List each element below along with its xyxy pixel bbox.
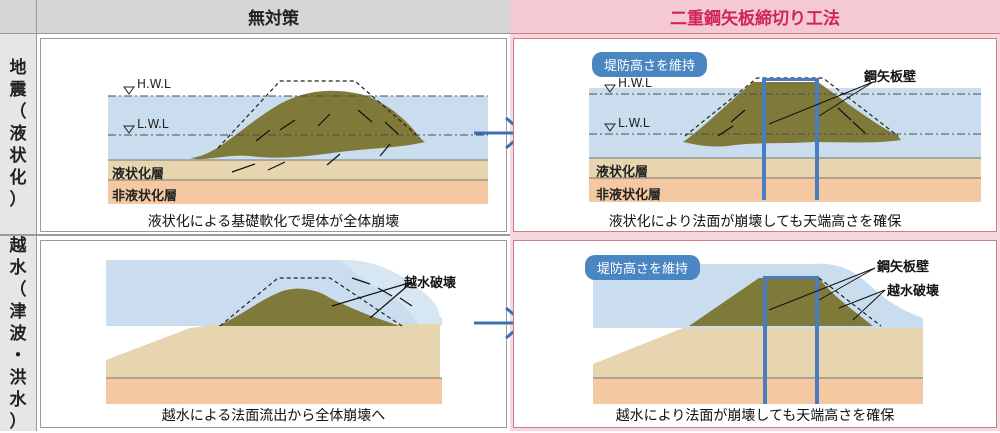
arrow [730,109,746,123]
arrow [852,121,866,134]
liquefaction-layer-label: 液状化層 [112,167,165,182]
row-char: ・ [9,345,27,366]
row-char: 洪 [9,367,27,388]
caption-eq-right: 液状化により法面が崩壊しても天端高さを確保 [608,214,902,230]
non-liquefaction-layer [108,180,488,204]
non-liquefaction-layer-label: 非液状化層 [112,189,178,204]
arrow [369,281,413,319]
caption-eq-left: 液状化による基礎軟化で堤体が全体崩壊 [147,214,400,230]
arrow [267,161,286,171]
pointer-lines [768,267,886,321]
liquefaction-layer [589,158,981,178]
hwl-label: H.W.L [618,76,652,90]
liquefaction-layer-label: 液状化層 [596,165,649,180]
row-divider [0,234,1000,236]
lwl-label: L.W.L [618,116,650,130]
row-header-overflow: 越 水 （ 津 波 ・ 洪 水 ） [0,235,37,432]
lwl-marker-icon [604,123,616,132]
keep-height-badge-eq: 堤防高さを維持 [592,52,708,77]
diagram-ov-right [593,263,923,404]
row-char: ） [9,411,27,432]
sheet-pile-left [763,276,767,404]
sheet-pile-tie [763,276,819,279]
caption-ov-left: 越水による法面流出から全体崩壊へ [161,408,386,424]
header-double-sheet-pile: 二重鋼矢板締切り工法 [510,0,1000,34]
overflow-failure-label: 越水破壊 [404,276,457,291]
original-outline [818,277,882,327]
collapsed-embankment [218,288,400,326]
diagram-eq-right [589,77,981,202]
diagram-ov-left [106,259,442,404]
arrow [231,163,256,173]
overflow-water [340,259,442,326]
non-liquefaction-layer [589,178,981,202]
ground-fill [106,324,440,380]
lwl-label: L.W.L [137,117,169,131]
corner-cell [0,0,37,34]
row-char: 津 [9,301,27,322]
base-layer [593,378,923,404]
non-liquefaction-layer-label: 非液状化層 [596,188,662,203]
diagram-eq-left [108,80,488,204]
arrow [384,121,399,135]
sand-layer [108,160,488,180]
pointer-lines [768,81,874,125]
row-char: 状 [9,146,27,166]
keep-height-badge-ov: 堤防高さを維持 [585,255,701,280]
row-char: ） [9,190,27,210]
sheet-pile-wall-label: 鋼矢板壁 [877,260,930,275]
lwl-marker-icon [123,125,135,134]
arrow [317,113,331,127]
arrow [331,281,413,307]
row-char: 水 [9,257,27,278]
arrow [326,153,341,166]
hwl-label: H.W.L [137,77,171,91]
original-outline [684,77,899,137]
row-char: 越 [9,235,27,256]
row-char: 化 [9,168,27,188]
original-outline [217,80,421,149]
arrow [351,277,371,285]
embankment-partial-collapse [689,278,873,326]
overflow-arrows [331,277,413,319]
row-char: 液 [9,124,27,144]
base-layer [106,378,442,404]
arrow [377,287,393,297]
arrow [279,119,296,131]
caption-ov-right: 越水により法面が崩壊しても天端高さを確保 [615,408,895,424]
arrow [357,109,373,123]
arrow [837,107,852,121]
row-char: 震 [9,80,27,100]
hwl-marker-icon [123,86,135,95]
overflow-failure-label: 越水破壊 [887,284,940,299]
row-char: （ [9,102,27,122]
sheet-pile-wall-label: 鋼矢板壁 [864,70,917,85]
arrow [379,143,391,157]
arrow [717,125,734,137]
header-no-countermeasure: 無対策 [37,0,510,34]
row-char: 水 [9,389,27,410]
row-char: 波 [9,323,27,344]
row-char: 地 [9,58,27,78]
sheet-pile-right [815,276,819,404]
original-outline [219,277,403,327]
arrow [255,129,271,142]
row-header-earthquake: 地 震 （ 液 状 化 ） [0,34,37,234]
collapsed-embankment [190,90,425,160]
ground-fill [593,328,923,380]
failure-arrows [231,109,399,173]
failure-arrows [717,107,866,137]
arrow [399,297,413,307]
sheet-pile-right [815,78,819,200]
sheet-pile-tie [762,78,819,81]
row-char: （ [9,279,27,300]
hwl-marker-icon [604,84,616,93]
water-area [106,260,442,326]
sheet-pile-left [762,78,766,200]
